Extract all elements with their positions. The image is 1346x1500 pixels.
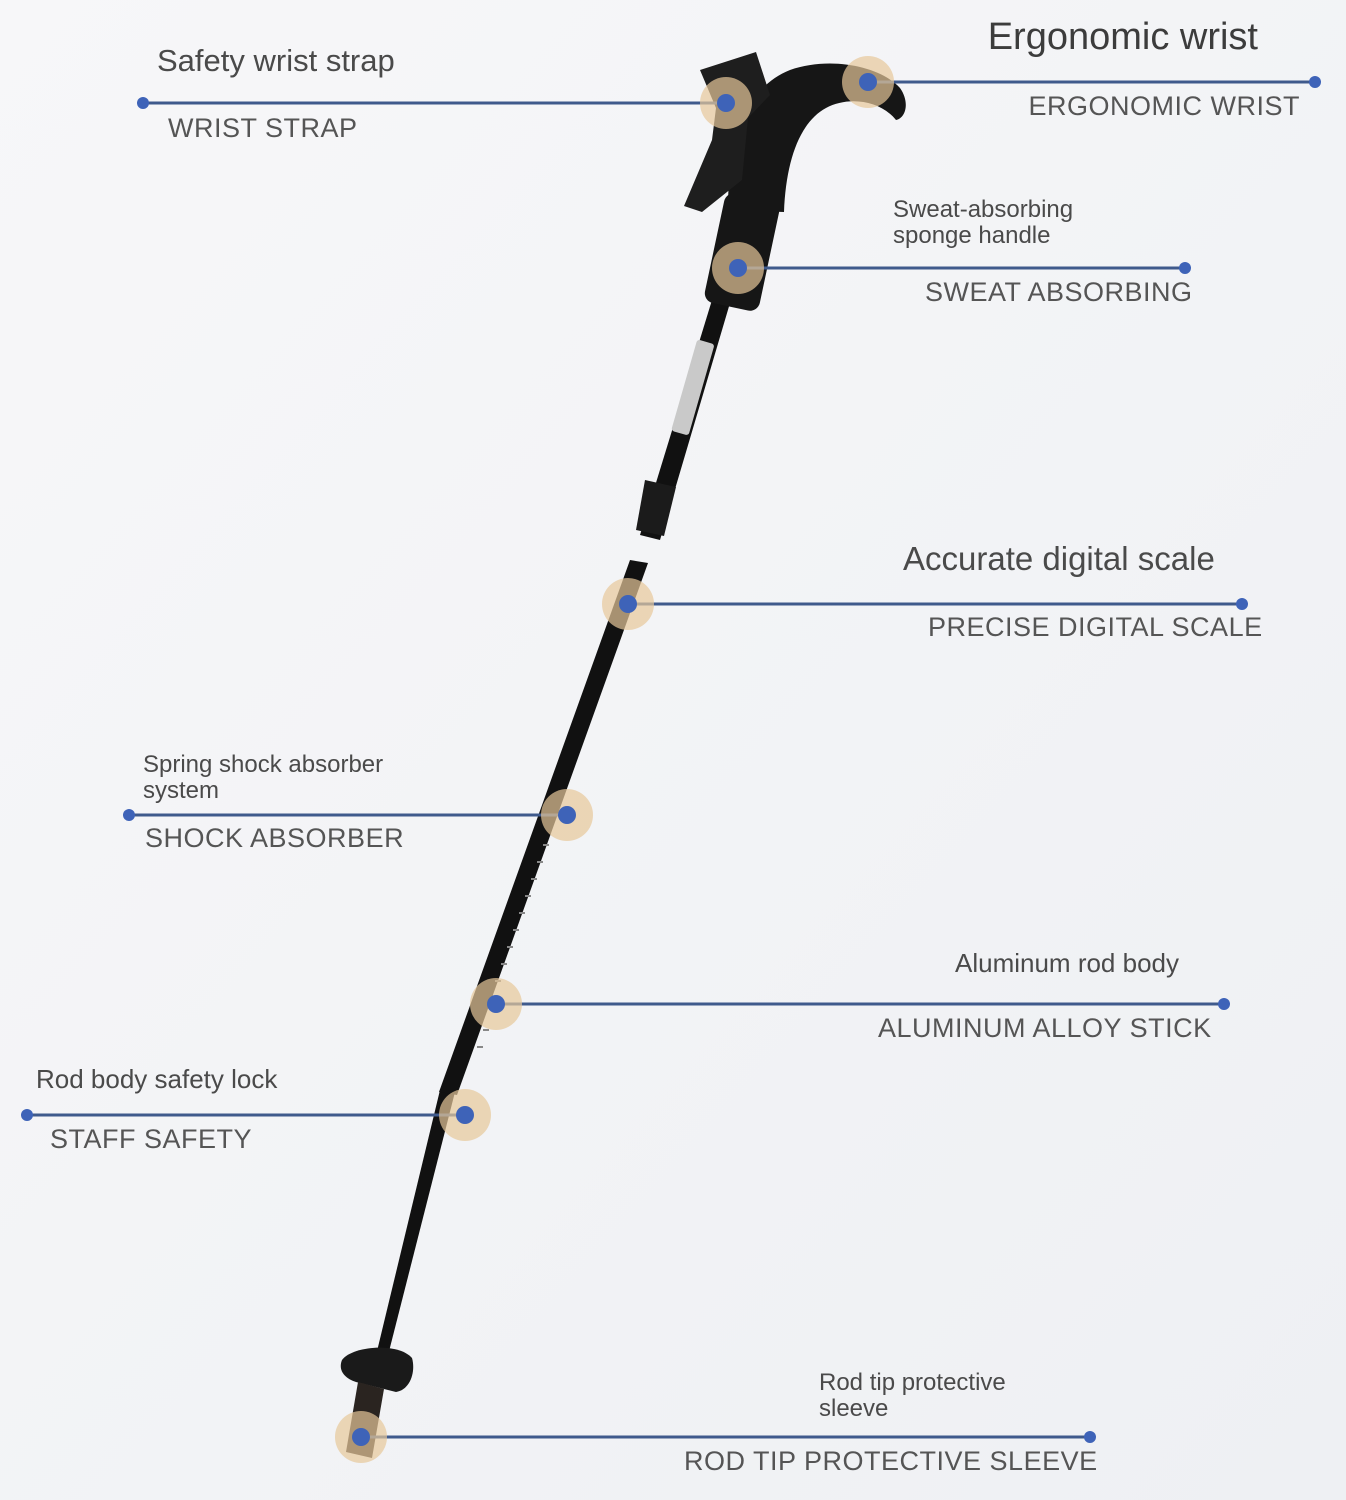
callout-line-end-dot	[1218, 998, 1230, 1010]
callout-line-end-dot	[21, 1109, 33, 1121]
callout-title: Sweat-absorbing sponge handle	[893, 196, 1074, 249]
callout-title: Rod tip protective sleeve	[819, 1369, 1006, 1422]
callout-subtitle: ROD TIP PROTECTIVE SLEEVE	[684, 1446, 1098, 1476]
callout-anchor-dot	[717, 94, 735, 112]
callout-subtitle: SHOCK ABSORBER	[145, 823, 405, 853]
pole-lock-collar	[636, 480, 676, 536]
callout-line-end-dot	[1084, 1431, 1096, 1443]
callout-title: Rod body safety lock	[36, 1064, 278, 1094]
callout-anchor-dot	[729, 259, 747, 277]
pole-label-sticker	[671, 340, 714, 435]
callout-title: Spring shock absorber system	[143, 751, 384, 804]
callout-subtitle: ERGONOMIC WRIST	[1028, 91, 1300, 121]
callout-title: Ergonomic wrist	[987, 16, 1258, 58]
callout-anchor-dot	[859, 73, 877, 91]
callout-subtitle: STAFF SAFETY	[50, 1124, 253, 1154]
callout-safety-lock	[21, 1089, 491, 1141]
callout-anchor-dot	[352, 1428, 370, 1446]
callout-title: Aluminum rod body	[955, 948, 1179, 978]
callout-tip-sleeve	[335, 1411, 1096, 1463]
callout-anchor-dot	[487, 995, 505, 1013]
callout-subtitle: PRECISE DIGITAL SCALE	[928, 612, 1263, 642]
pole-middle-shaft	[439, 560, 648, 1095]
callout-title: Accurate digital scale	[903, 540, 1215, 577]
callout-anchor-dot	[456, 1106, 474, 1124]
callout-line-end-dot	[123, 809, 135, 821]
trekking-pole	[340, 52, 906, 1458]
callout-subtitle: WRIST STRAP	[168, 113, 358, 143]
callout-digital-scale	[602, 578, 1248, 630]
pole-lower-shaft	[372, 1090, 455, 1375]
callout-shock-absorber	[123, 789, 593, 841]
callout-aluminum-rod	[470, 978, 1230, 1030]
callout-line-end-dot	[137, 97, 149, 109]
callout-wrist-strap	[137, 77, 752, 129]
callout-anchor-dot	[558, 806, 576, 824]
callout-layer	[21, 56, 1321, 1463]
callout-line-end-dot	[1309, 76, 1321, 88]
callout-title: Safety wrist strap	[157, 43, 395, 78]
pole-basket	[340, 1347, 414, 1392]
callout-sweat-absorbing	[712, 242, 1191, 294]
callout-subtitle: SWEAT ABSORBING	[925, 277, 1193, 307]
callout-line-end-dot	[1236, 598, 1248, 610]
callout-subtitle: ALUMINUM ALLOY STICK	[878, 1013, 1212, 1043]
callout-ergonomic-wrist	[842, 56, 1321, 108]
callout-line-end-dot	[1179, 262, 1191, 274]
callout-anchor-dot	[619, 595, 637, 613]
